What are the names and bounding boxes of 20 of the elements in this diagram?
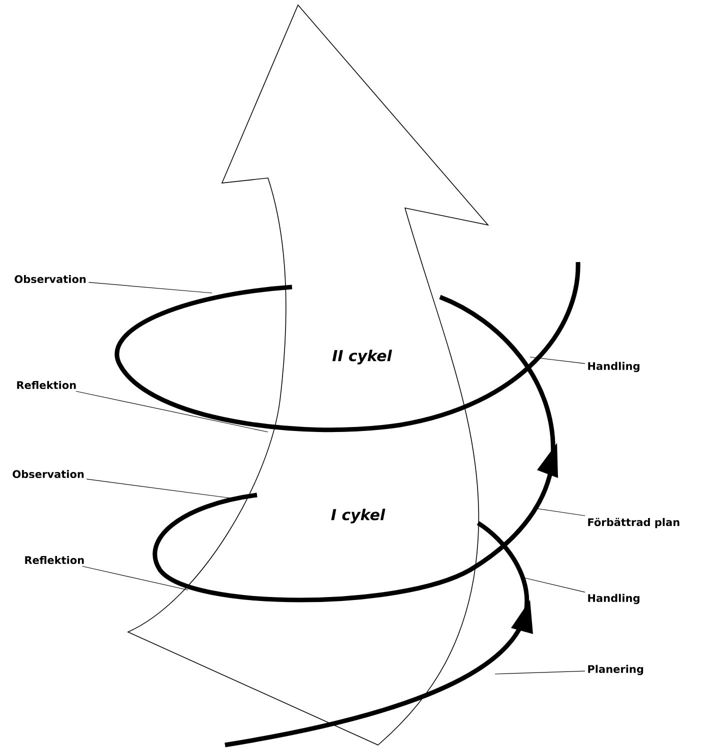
label-text: Reflektion (25, 556, 84, 564)
label-text: Reflektion (17, 380, 76, 390)
label-text: Handling (588, 594, 640, 604)
leader-line (494, 670, 586, 674)
label-text: Förbättrad plan (588, 518, 680, 528)
label-text: Observation (12, 470, 84, 478)
cycle-label: II cykel (332, 350, 392, 364)
leader-line (82, 566, 188, 590)
leader-line (88, 282, 212, 294)
label-text: Handling (588, 362, 640, 372)
label-text: Observation (14, 274, 86, 284)
leader-line (86, 478, 230, 498)
leader-line (524, 578, 586, 593)
big-arrow (128, 4, 488, 746)
cycle-label: I cykel (331, 508, 386, 524)
label-text: Planering (588, 664, 644, 676)
leader-line (76, 390, 268, 432)
spiral-drawing (115, 262, 580, 748)
leader-line (532, 508, 586, 516)
leader-line (530, 356, 586, 364)
